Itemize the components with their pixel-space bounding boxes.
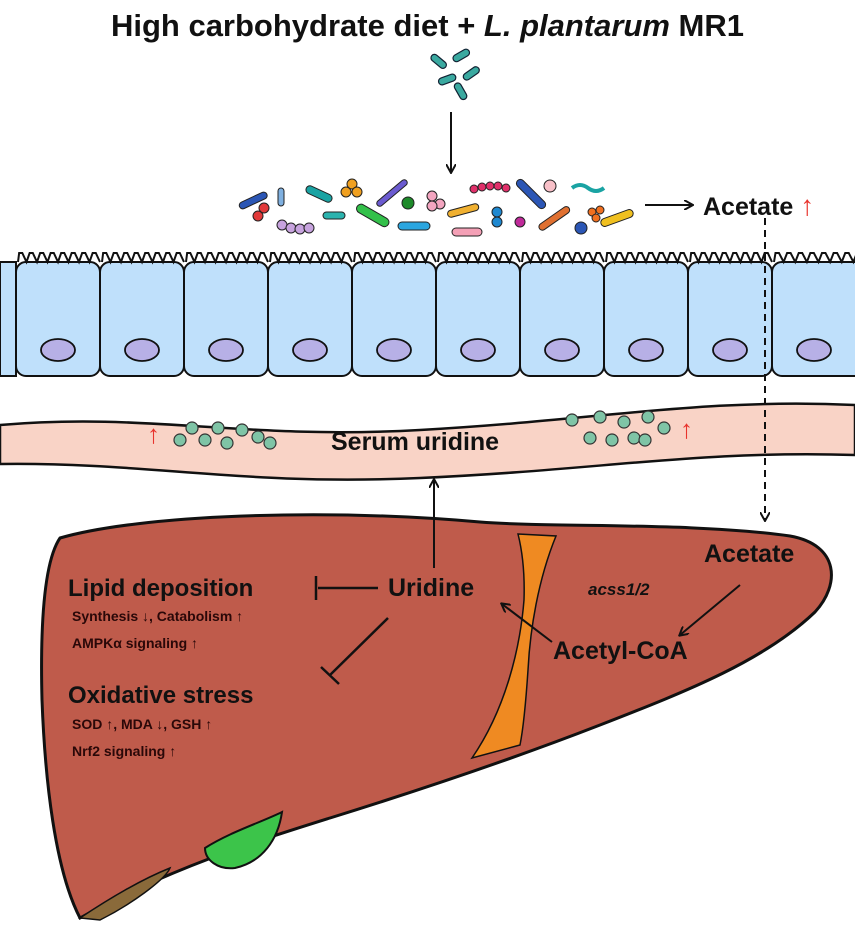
cell-nucleus <box>712 338 748 362</box>
liver-shadow <box>77 866 172 921</box>
lipid-line-1: Synthesis ↓, Catabolism ↑ <box>72 608 244 624</box>
cell-nucleus <box>796 338 832 362</box>
lipid-line-2: AMPKα signaling ↑ <box>72 635 199 651</box>
lactobacillus-icon <box>430 48 480 101</box>
serum-uridine-label: Serum uridine <box>331 428 500 456</box>
cell-nucleus <box>544 338 580 362</box>
serum-uridine-dots <box>173 410 671 450</box>
microvilli <box>437 252 521 265</box>
uridine-label: Uridine <box>388 574 475 602</box>
microvilli <box>101 252 185 265</box>
liver-ligament <box>470 533 558 760</box>
lipid-deposition-heading: Lipid deposition <box>68 575 254 602</box>
inhibit-oxidative <box>320 617 389 685</box>
microvilli <box>521 252 605 265</box>
microvilli <box>17 252 101 265</box>
microvilli <box>353 252 437 265</box>
cell-nucleus <box>208 338 244 362</box>
acss-enzyme-label: acss1/2 <box>588 580 650 599</box>
cell-nucleus <box>292 338 328 362</box>
epithelial-cell-edge <box>0 261 17 377</box>
cell-nucleus <box>628 338 664 362</box>
cell-nucleus <box>460 338 496 362</box>
gallbladder <box>203 810 284 870</box>
serum-left-up-arrow: ↑ <box>147 419 160 449</box>
microvilli <box>269 252 353 265</box>
cell-nucleus <box>376 338 412 362</box>
liver-acetate-label: Acetate <box>704 540 795 568</box>
acetate-gut-label: Acetate ↑ <box>703 190 815 221</box>
page-title: High carbohydrate diet + L. plantarum MR… <box>110 8 745 43</box>
cell-nucleus <box>40 338 76 362</box>
intestinal-epithelium <box>0 252 855 377</box>
oxidative-stress-heading: Oxidative stress <box>68 682 254 709</box>
microvilli <box>689 252 773 265</box>
microvilli <box>185 252 269 265</box>
arrow-acetate-to-acetylcoa <box>680 584 741 635</box>
oxidative-line-2: Nrf2 signaling ↑ <box>72 743 177 759</box>
oxidative-line-1: SOD ↑, MDA ↓, GSH ↑ <box>72 716 213 732</box>
serum-right-up-arrow: ↑ <box>680 414 693 444</box>
serum-vessel <box>0 402 855 481</box>
inhibit-lipid <box>314 576 378 600</box>
microvilli <box>605 252 689 265</box>
cell-nucleus <box>124 338 160 362</box>
gut-microbiota <box>238 178 634 237</box>
liver <box>40 513 833 921</box>
acetyl-coa-label: Acetyl-CoA <box>553 637 688 665</box>
acetate-up-arrow: ↑ <box>800 190 815 221</box>
arrow-acetylcoa-to-uridine <box>502 604 553 643</box>
microvilli <box>773 252 855 265</box>
